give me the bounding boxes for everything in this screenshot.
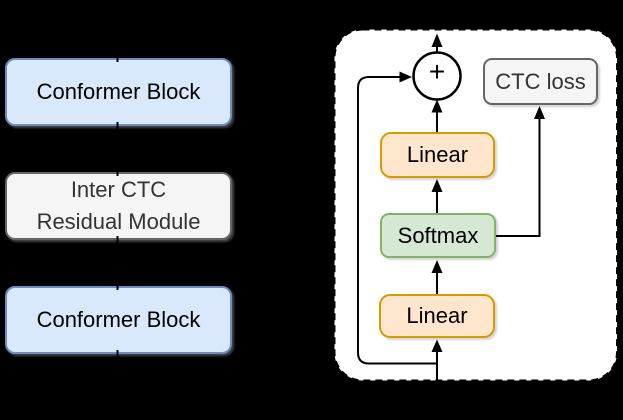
arrow-up-icon bbox=[534, 106, 545, 119]
conformer-block-top: Conformer Block bbox=[5, 58, 232, 126]
softmax-to-ctc-loss-arrow bbox=[496, 106, 545, 237]
sum-output-arrow bbox=[431, 33, 443, 53]
arrow-up-icon bbox=[431, 260, 443, 273]
linear-top-label: Linear bbox=[406, 142, 469, 167]
input-arrow bbox=[431, 339, 443, 381]
linear-top-to-sum-arrow bbox=[431, 99, 443, 132]
arrow-up-icon bbox=[431, 33, 443, 47]
arrow-right-icon bbox=[399, 71, 412, 83]
ctc-loss-box: CTC loss bbox=[483, 58, 598, 105]
ctc-loss-label: CTC loss bbox=[495, 68, 586, 94]
sum-plus-symbol: + bbox=[428, 56, 446, 87]
softmax-to-linear-top-arrow bbox=[431, 179, 443, 213]
linear-bottom-to-softmax-arrow bbox=[431, 260, 443, 294]
inter-ctc-label-line1: Inter CTC bbox=[70, 177, 167, 202]
arrow-up-icon bbox=[431, 339, 443, 352]
conformer-block-bottom-label: Conformer Block bbox=[36, 307, 201, 332]
conformer-block-bottom: Conformer Block bbox=[5, 286, 232, 354]
arrow-up-icon bbox=[431, 99, 443, 113]
linear-box-bottom: Linear bbox=[379, 294, 495, 338]
softmax-box: Softmax bbox=[380, 213, 496, 258]
softmax-label: Softmax bbox=[397, 222, 479, 248]
arrow-up-icon bbox=[431, 179, 443, 192]
linear-box-top: Linear bbox=[380, 132, 495, 178]
linear-bottom-label: Linear bbox=[406, 303, 468, 328]
conformer-block-top-label: Conformer Block bbox=[36, 79, 201, 104]
inter-ctc-residual-module-block: Inter CTC Residual Module bbox=[5, 172, 232, 240]
inter-ctc-label-line2: Residual Module bbox=[36, 209, 201, 234]
